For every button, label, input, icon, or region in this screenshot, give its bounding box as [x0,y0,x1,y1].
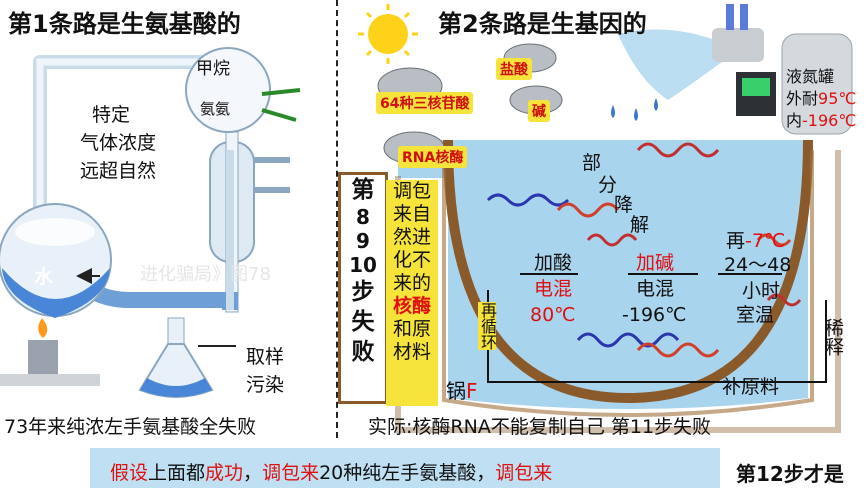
gas-note-2: 气体浓度 [80,132,157,154]
decompose-2: 分 [598,174,618,196]
sample-label-1: 取样 [246,346,285,368]
ammonia-label: 氨氨 [200,100,231,118]
again-label: 再-7℃ [726,230,786,252]
acid-temp: 80℃ [530,304,576,326]
again-room-temp: 室温 [736,304,775,326]
panel-divider [336,0,338,438]
again-unit: 小时 [742,280,781,302]
right-title: 第2条路是生基因的 [438,10,647,38]
steps-8-10-failed-box: 第 8 9 10 步 失 败 [338,172,388,404]
pot-base: 碱 [528,100,550,122]
left-bottom-text: 73年来纯浓左手氨基酸全失败 [4,416,257,438]
step-12-label: 第12步才是 [736,462,844,486]
pot-hydrochloric-acid: 盐酸 [496,58,532,80]
decompose-3: 降 [614,194,634,216]
tank-exterior: 外耐95℃ [786,89,857,108]
pot-rna-ribozyme: RNA核酶 [398,146,468,168]
replenish-label: 补原料 [722,376,780,398]
tank-name: 液氮罐 [786,67,835,86]
nitrogen-tank-labels: 液氮罐 外耐95℃ 内-196℃ [786,66,856,132]
right-bottom-text: 实际:核酶RNA不能复制自己 第11步失败 [368,416,712,438]
pot-scene [358,4,853,433]
watermark: 进化骗局》图78 [140,264,271,285]
pot-f-label: 锅F [446,379,478,403]
tank-interior: 内-196℃ [786,111,857,130]
swapped-ribozyme-box: 调包 来自 然进 化不 来的 核酶 和原 材料 [386,180,438,406]
methane-label: 甲烷 [196,59,230,79]
sample-label-2: 污染 [246,374,285,396]
recycle-label: 再循环 [478,302,497,350]
gas-note-3: 远超自然 [80,160,157,182]
decompose-1: 部 [582,152,602,174]
base-label: 加碱 [636,252,675,274]
acid-mix: 电混 [534,278,573,300]
dilute-label: 稀释 [822,318,844,356]
water-label: 水 [34,266,54,288]
left-title: 第1条路是生氨基酸的 [8,10,241,38]
gas-note-1: 特定 [92,104,131,126]
base-temp: -196℃ [622,304,687,326]
base-mix: 电混 [636,278,675,300]
banner-text: 假设上面都成功，调包来20种纯左手氨基酸，调包来 [110,462,553,484]
acid-label: 加酸 [534,252,573,274]
bottom-banner [90,448,720,488]
again-range: 24～48 [724,254,792,276]
miller-apparatus [0,47,301,398]
decompose-4: 解 [630,214,650,236]
pot-trinucleotides: 64种三核苷酸 [376,92,474,114]
